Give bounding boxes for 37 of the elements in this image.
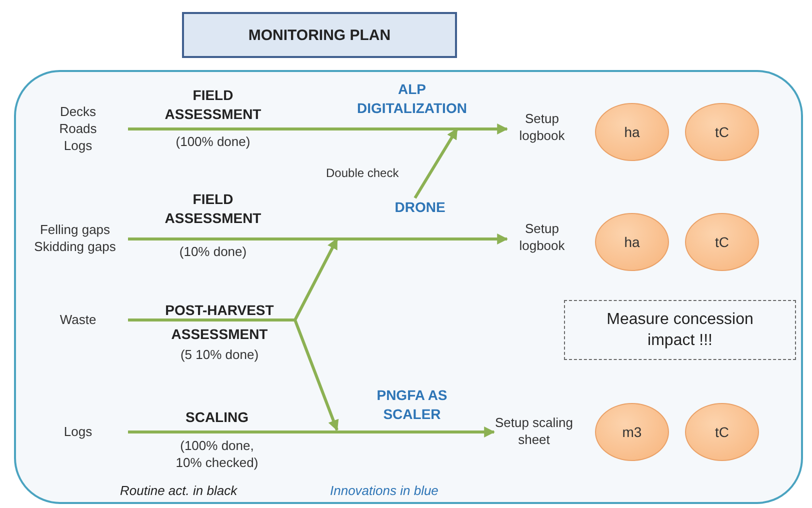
output-label: Setup logbook (518, 220, 566, 254)
step-note: (10% done) (178, 243, 248, 260)
unit-label: ha (624, 234, 640, 250)
step-heading: SCALING (184, 408, 250, 427)
legend-note: Routine act. in black (120, 483, 238, 498)
output-label: Setup scaling sheet (494, 414, 574, 448)
flow-arrow (414, 128, 458, 199)
input-label: Felling gaps Skidding gaps (33, 221, 117, 255)
edge-label: Double check (324, 166, 401, 180)
unit-label: ha (624, 124, 640, 140)
output-label: Setup logbook (518, 110, 566, 144)
plan-panel (14, 70, 803, 504)
step-heading: FIELD ASSESSMENT (164, 190, 262, 228)
note-text: Measure concession impact !!! (606, 310, 754, 351)
unit-label: tC (715, 124, 729, 140)
flow-arrow (128, 124, 508, 134)
step-heading: POST-HARVEST ASSESSMENT (164, 301, 275, 344)
unit-label: tC (715, 424, 729, 440)
step-note: (100% done, 10% checked) (174, 437, 260, 471)
legend-note: Innovations in blue (330, 483, 438, 498)
flow-arrow (128, 234, 508, 244)
flow-arrow (128, 426, 496, 438)
unit-label: tC (715, 234, 729, 250)
step-heading: FIELD ASSESSMENT (164, 86, 262, 124)
title-box (182, 12, 457, 58)
unit-label: m3 (622, 424, 642, 440)
note-box (564, 300, 796, 360)
step-note: (5 10% done) (179, 346, 260, 363)
input-label: Logs (62, 423, 94, 440)
innovation-label: ALP DIGITALIZATION (356, 80, 468, 118)
plan-title: MONITORING PLAN (248, 26, 391, 44)
innovation-label: DRONE (394, 198, 446, 217)
innovation-label: PNGFA AS SCALER (376, 386, 448, 424)
input-label: Decks Roads Logs (58, 103, 98, 154)
step-note: (100% done) (174, 133, 252, 150)
flow-arrow (128, 318, 339, 432)
input-label: Waste (58, 311, 98, 328)
